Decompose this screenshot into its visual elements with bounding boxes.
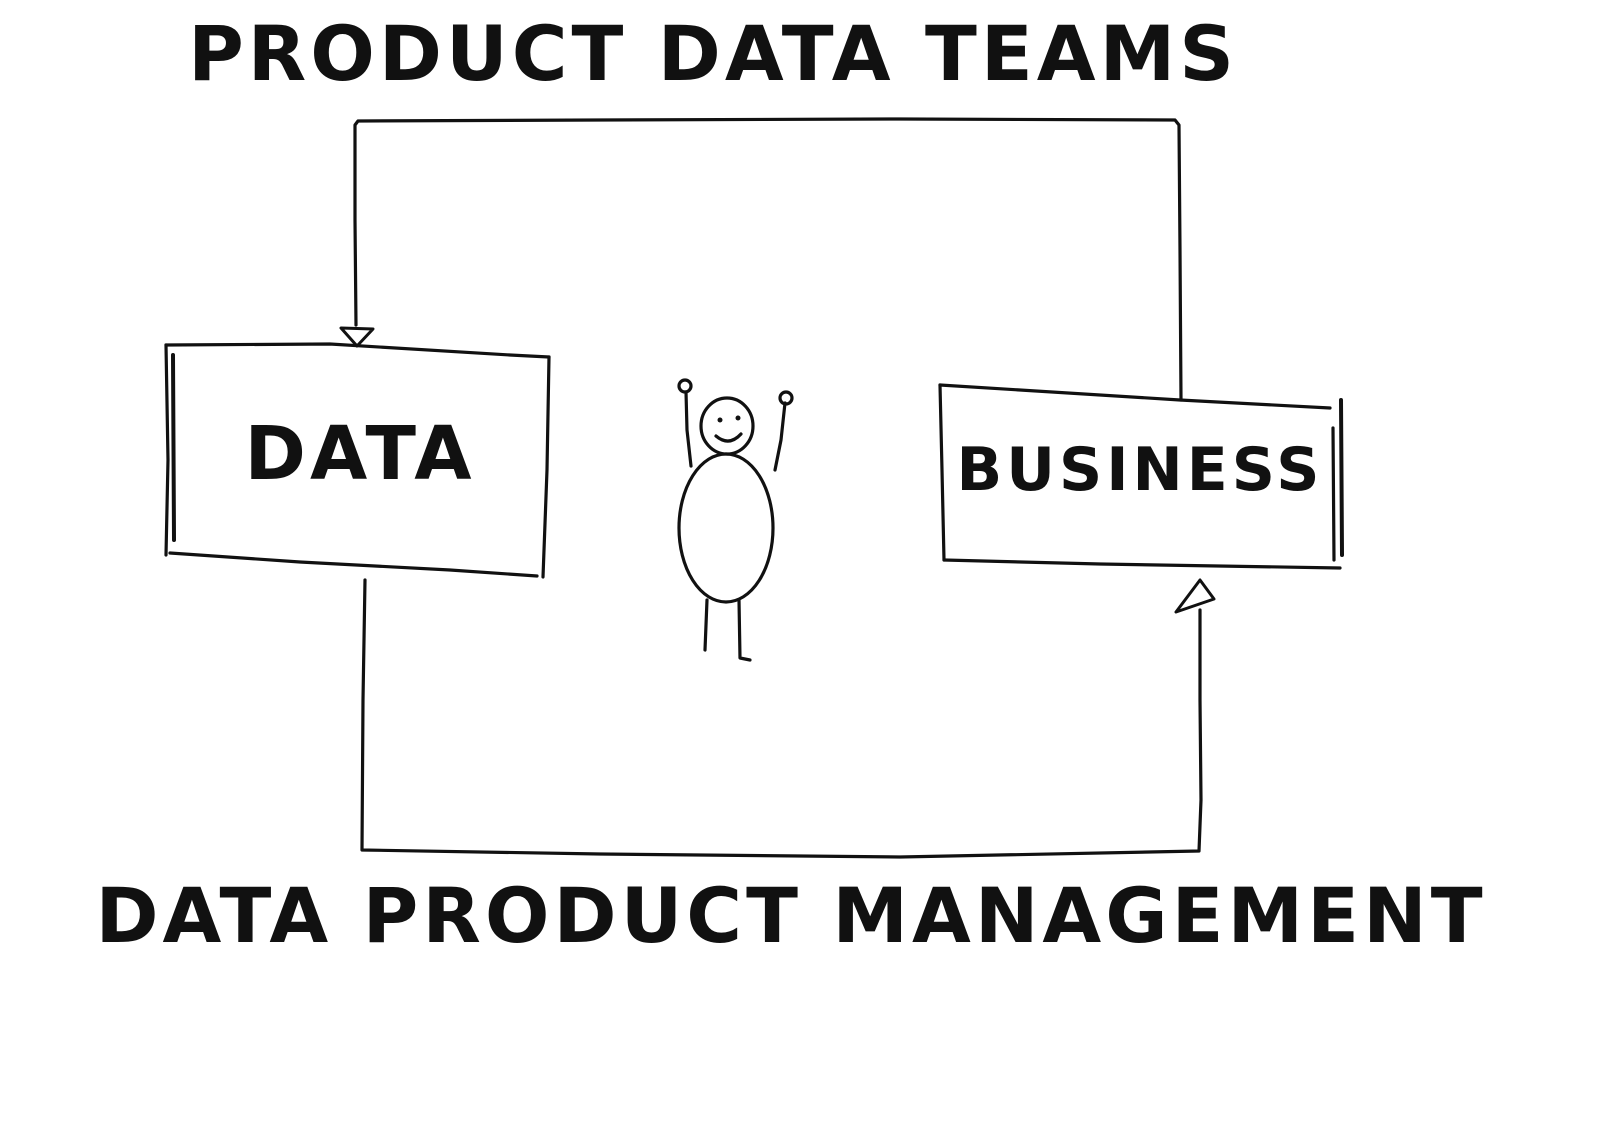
top-connector-line — [353, 117, 1183, 402]
business-box: BUSINESS — [938, 383, 1344, 570]
business-box-label: BUSINESS — [957, 435, 1324, 505]
bottom-arrow-head — [1174, 578, 1216, 614]
bottom-connector-line — [360, 578, 1203, 859]
top-arrow-head — [339, 326, 375, 348]
top-title: PRODUCT DATA TEAMS — [188, 9, 1238, 98]
data-box-label: DATA — [245, 411, 476, 497]
bottom-title: DATA PRODUCT MANAGEMENT — [95, 871, 1486, 960]
stick-figure-icon — [677, 378, 794, 662]
data-box: DATA — [164, 342, 551, 579]
